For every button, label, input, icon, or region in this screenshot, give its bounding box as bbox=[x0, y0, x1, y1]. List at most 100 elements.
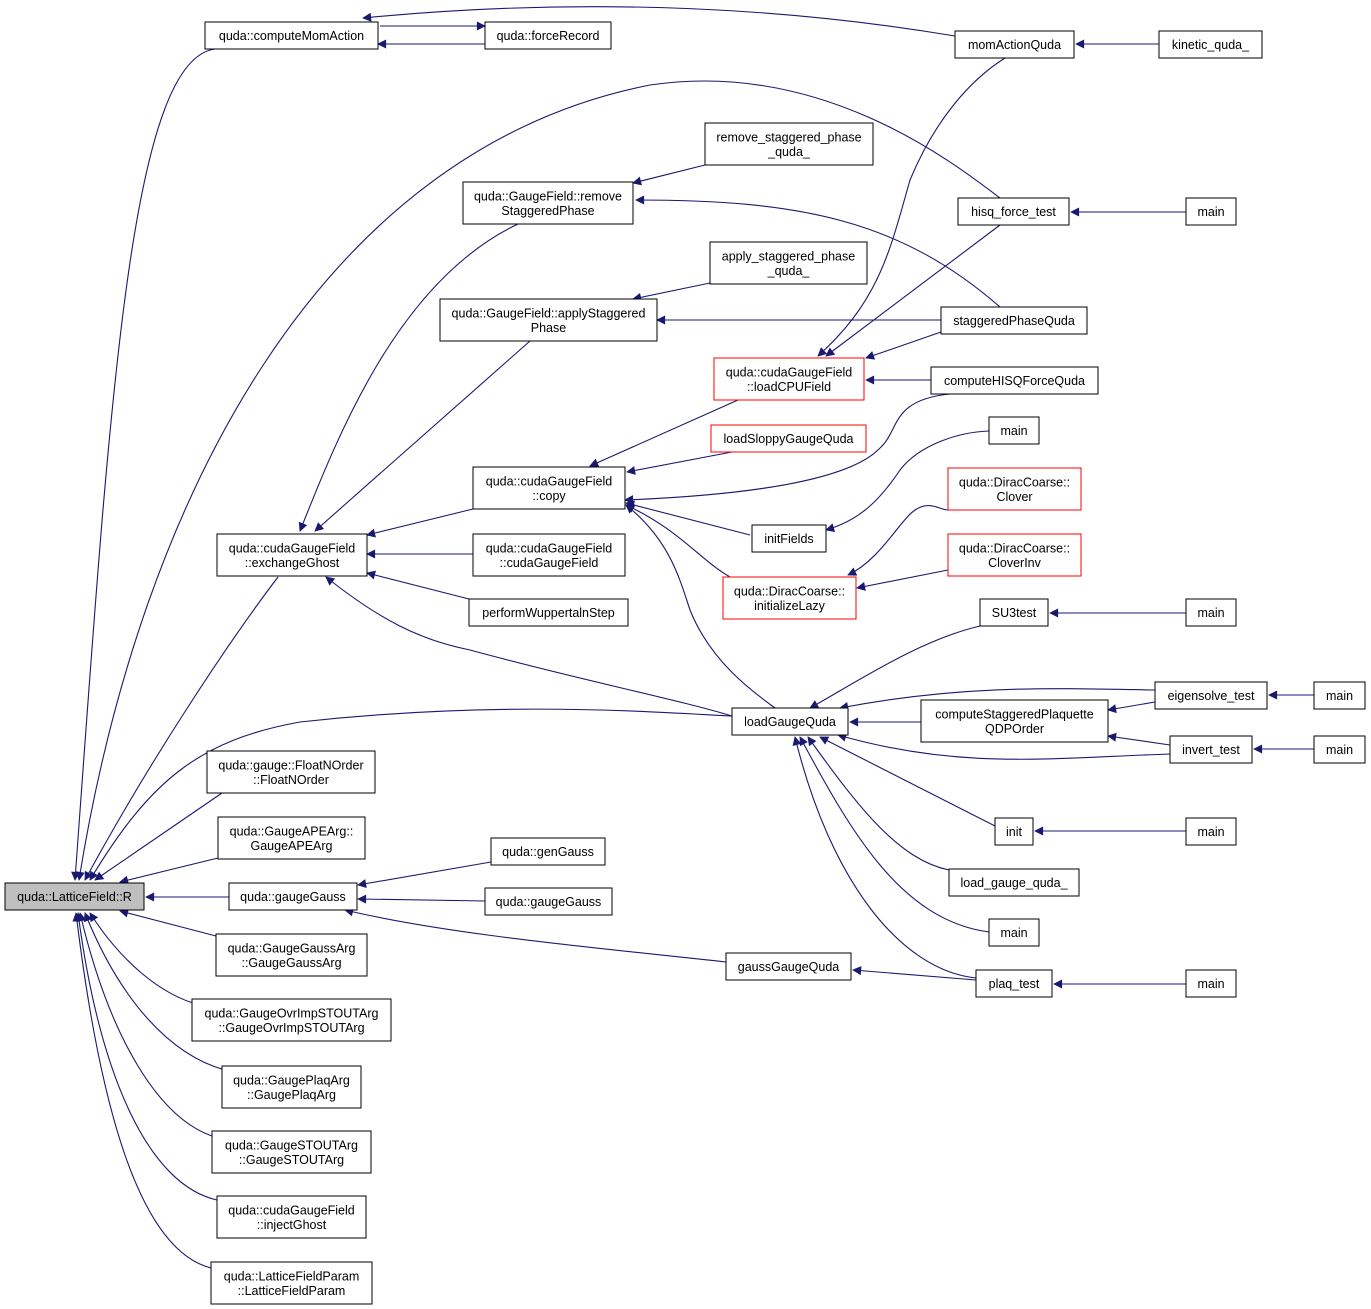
node-label: quda::LatticeFieldParam bbox=[224, 1269, 360, 1283]
node-root[interactable]: quda::LatticeField::R bbox=[4, 882, 145, 911]
edge-gaussGauge-gaugeGauss bbox=[344, 907, 727, 963]
node-label: quda::DiracCoarse:: bbox=[734, 584, 845, 598]
node-load-gauge-quda[interactable]: loadGaugeQuda bbox=[731, 707, 849, 736]
node-gauge-gauss[interactable]: quda::gaugeGauss bbox=[228, 882, 358, 911]
node-su3test[interactable]: SU3test bbox=[979, 598, 1049, 627]
node-gauge-apearg[interactable]: quda::GaugeAPEArg::GaugeAPEArg bbox=[217, 816, 366, 860]
node-apply-staggered-phase-quda[interactable]: apply_staggered_phase_quda_ bbox=[709, 241, 868, 285]
edge-loadUnd-loadGauge bbox=[807, 736, 950, 871]
node-force-record[interactable]: quda::forceRecord bbox=[484, 21, 612, 50]
edge-plaq-loadGauge bbox=[792, 736, 977, 979]
edge-applyQuda-apply bbox=[632, 282, 711, 302]
node-box bbox=[4, 882, 145, 911]
node-load-gauge-quda-und[interactable]: load_gauge_quda_ bbox=[948, 868, 1080, 897]
node-label: quda::DiracCoarse:: bbox=[959, 541, 1070, 555]
edge-ape-root bbox=[119, 857, 219, 885]
node-main-plaq[interactable]: main bbox=[1185, 969, 1237, 998]
node-gauge-plaq-arg[interactable]: quda::GaugePlaqArg::GaugePlaqArg bbox=[221, 1065, 362, 1109]
node-label: StaggeredPhase bbox=[501, 204, 594, 218]
node-label: hisq_force_test bbox=[971, 205, 1056, 219]
edge-clover-initLazy bbox=[847, 505, 949, 576]
node-label: initializeLazy bbox=[754, 599, 826, 613]
node-gauge-ovr-imp[interactable]: quda::GaugeOvrImpSTOUTArg::GaugeOvrImpST… bbox=[191, 998, 392, 1042]
node-label: ::injectGhost bbox=[257, 1218, 327, 1232]
node-box bbox=[709, 241, 868, 285]
edge-mainB-loadGauge bbox=[799, 736, 990, 933]
node-box bbox=[988, 416, 1040, 445]
edge-wuppertal-exchangeGhost bbox=[366, 570, 470, 600]
edge-gaugeGauss2-gaugeGauss bbox=[357, 894, 486, 904]
node-label: ::GaugePlaqArg bbox=[247, 1088, 336, 1102]
node-staggered-phase-quda[interactable]: staggeredPhaseQuda bbox=[940, 306, 1088, 335]
node-main-invert[interactable]: main bbox=[1313, 735, 1366, 764]
node-dirac-clover-inv[interactable]: quda::DiracCoarse::CloverInv bbox=[947, 533, 1082, 577]
node-main-init[interactable]: main bbox=[1185, 817, 1237, 846]
node-label: ::copy bbox=[532, 489, 566, 503]
node-kinetic-quda[interactable]: kinetic_quda_ bbox=[1158, 30, 1263, 59]
node-copy[interactable]: quda::cudaGaugeField::copy bbox=[472, 466, 626, 510]
node-gauge-gauss-arg[interactable]: quda::GaugeGaussArg::GaugeGaussArg bbox=[215, 933, 368, 977]
node-box bbox=[210, 1261, 373, 1305]
node-box bbox=[211, 1130, 372, 1174]
node-box bbox=[216, 533, 368, 577]
node-gauge-stoutarg[interactable]: quda::GaugeSTOUTArg::GaugeSTOUTArg bbox=[211, 1130, 372, 1174]
edge-plaq-gaussGauge bbox=[852, 966, 977, 981]
node-box bbox=[204, 21, 379, 50]
node-float-norder[interactable]: quda::gauge::FloatNOrder::FloatNOrder bbox=[206, 750, 376, 794]
node-gauss-gauge-quda[interactable]: gaussGaugeQuda bbox=[725, 952, 852, 981]
node-gauge-gauss2[interactable]: quda::gaugeGauss bbox=[484, 887, 613, 916]
node-plaq-test[interactable]: plaq_test bbox=[975, 969, 1053, 998]
node-remove-staggered-phase-quda[interactable]: remove_staggered_phase_quda_ bbox=[704, 122, 874, 166]
node-label: momActionQuda bbox=[968, 38, 1061, 52]
node-label: _quda_ bbox=[767, 264, 811, 278]
node-load-sloppy-gauge-quda[interactable]: loadSloppyGaugeQuda bbox=[710, 424, 867, 453]
node-compute-hisqforce-quda[interactable]: computeHISQForceQuda bbox=[930, 366, 1099, 395]
node-initialize-lazy[interactable]: quda::DiracCoarse::initializeLazy bbox=[722, 576, 857, 620]
node-label: init bbox=[1006, 825, 1023, 839]
node-label: main bbox=[1197, 977, 1224, 991]
node-label: staggeredPhaseQuda bbox=[953, 314, 1075, 328]
node-main-a[interactable]: main bbox=[988, 416, 1040, 445]
node-box bbox=[930, 366, 1099, 395]
edge-staggered-remove bbox=[635, 195, 1001, 308]
node-main-b[interactable]: main bbox=[988, 918, 1040, 947]
node-lattice-field-param[interactable]: quda::LatticeFieldParam::LatticeFieldPar… bbox=[210, 1261, 373, 1305]
node-perform-wuppertal[interactable]: performWuppertalnStep bbox=[468, 598, 629, 627]
node-label: Phase bbox=[531, 321, 566, 335]
node-gen-gauss[interactable]: quda::genGauss bbox=[490, 837, 606, 866]
node-label: quda::gaugeGauss bbox=[240, 890, 346, 904]
node-label: plaq_test bbox=[989, 977, 1040, 991]
node-inject-ghost[interactable]: quda::cudaGaugeField::injectGhost bbox=[216, 1195, 367, 1239]
node-load-cpufield[interactable]: quda::cudaGaugeField::loadCPUField bbox=[713, 357, 865, 401]
node-exchange-ghost[interactable]: quda::cudaGaugeField::exchangeGhost bbox=[216, 533, 368, 577]
node-main-hisq[interactable]: main bbox=[1185, 197, 1237, 226]
node-init[interactable]: init bbox=[994, 817, 1034, 846]
node-init-fields[interactable]: initFields bbox=[751, 524, 827, 553]
edge-momAction-computeMomAction bbox=[362, 6, 956, 37]
node-label: loadSloppyGaugeQuda bbox=[724, 432, 854, 446]
node-label: main bbox=[1197, 825, 1224, 839]
edge-invert-loadGauge bbox=[837, 732, 1171, 760]
node-mom-action-quda[interactable]: momActionQuda bbox=[954, 30, 1075, 59]
node-hisq-force-test[interactable]: hisq_force_test bbox=[957, 197, 1070, 226]
node-label: quda::gauge::FloatNOrder bbox=[218, 758, 363, 772]
edge-loadGauge-root bbox=[89, 708, 733, 881]
node-compute-mom-action[interactable]: quda::computeMomAction bbox=[204, 21, 379, 50]
node-eigensolve-test[interactable]: eigensolve_test bbox=[1154, 681, 1268, 710]
edge-staggered-loadCPU bbox=[865, 331, 942, 360]
node-main-eigen[interactable]: main bbox=[1313, 681, 1366, 710]
node-dirac-clover[interactable]: quda::DiracCoarse::Clover bbox=[947, 467, 1082, 511]
node-cuda-gauge-field-ctor[interactable]: quda::cudaGaugeField::cudaGaugeField bbox=[472, 533, 626, 577]
node-box bbox=[713, 357, 865, 401]
node-box bbox=[472, 533, 626, 577]
node-box bbox=[947, 533, 1082, 577]
node-invert-test[interactable]: invert_test bbox=[1169, 735, 1253, 764]
node-box bbox=[217, 816, 366, 860]
node-main-su3[interactable]: main bbox=[1185, 598, 1237, 627]
edge-copy-exchangeGhost bbox=[366, 508, 474, 538]
node-label: ::FloatNOrder bbox=[253, 773, 329, 787]
